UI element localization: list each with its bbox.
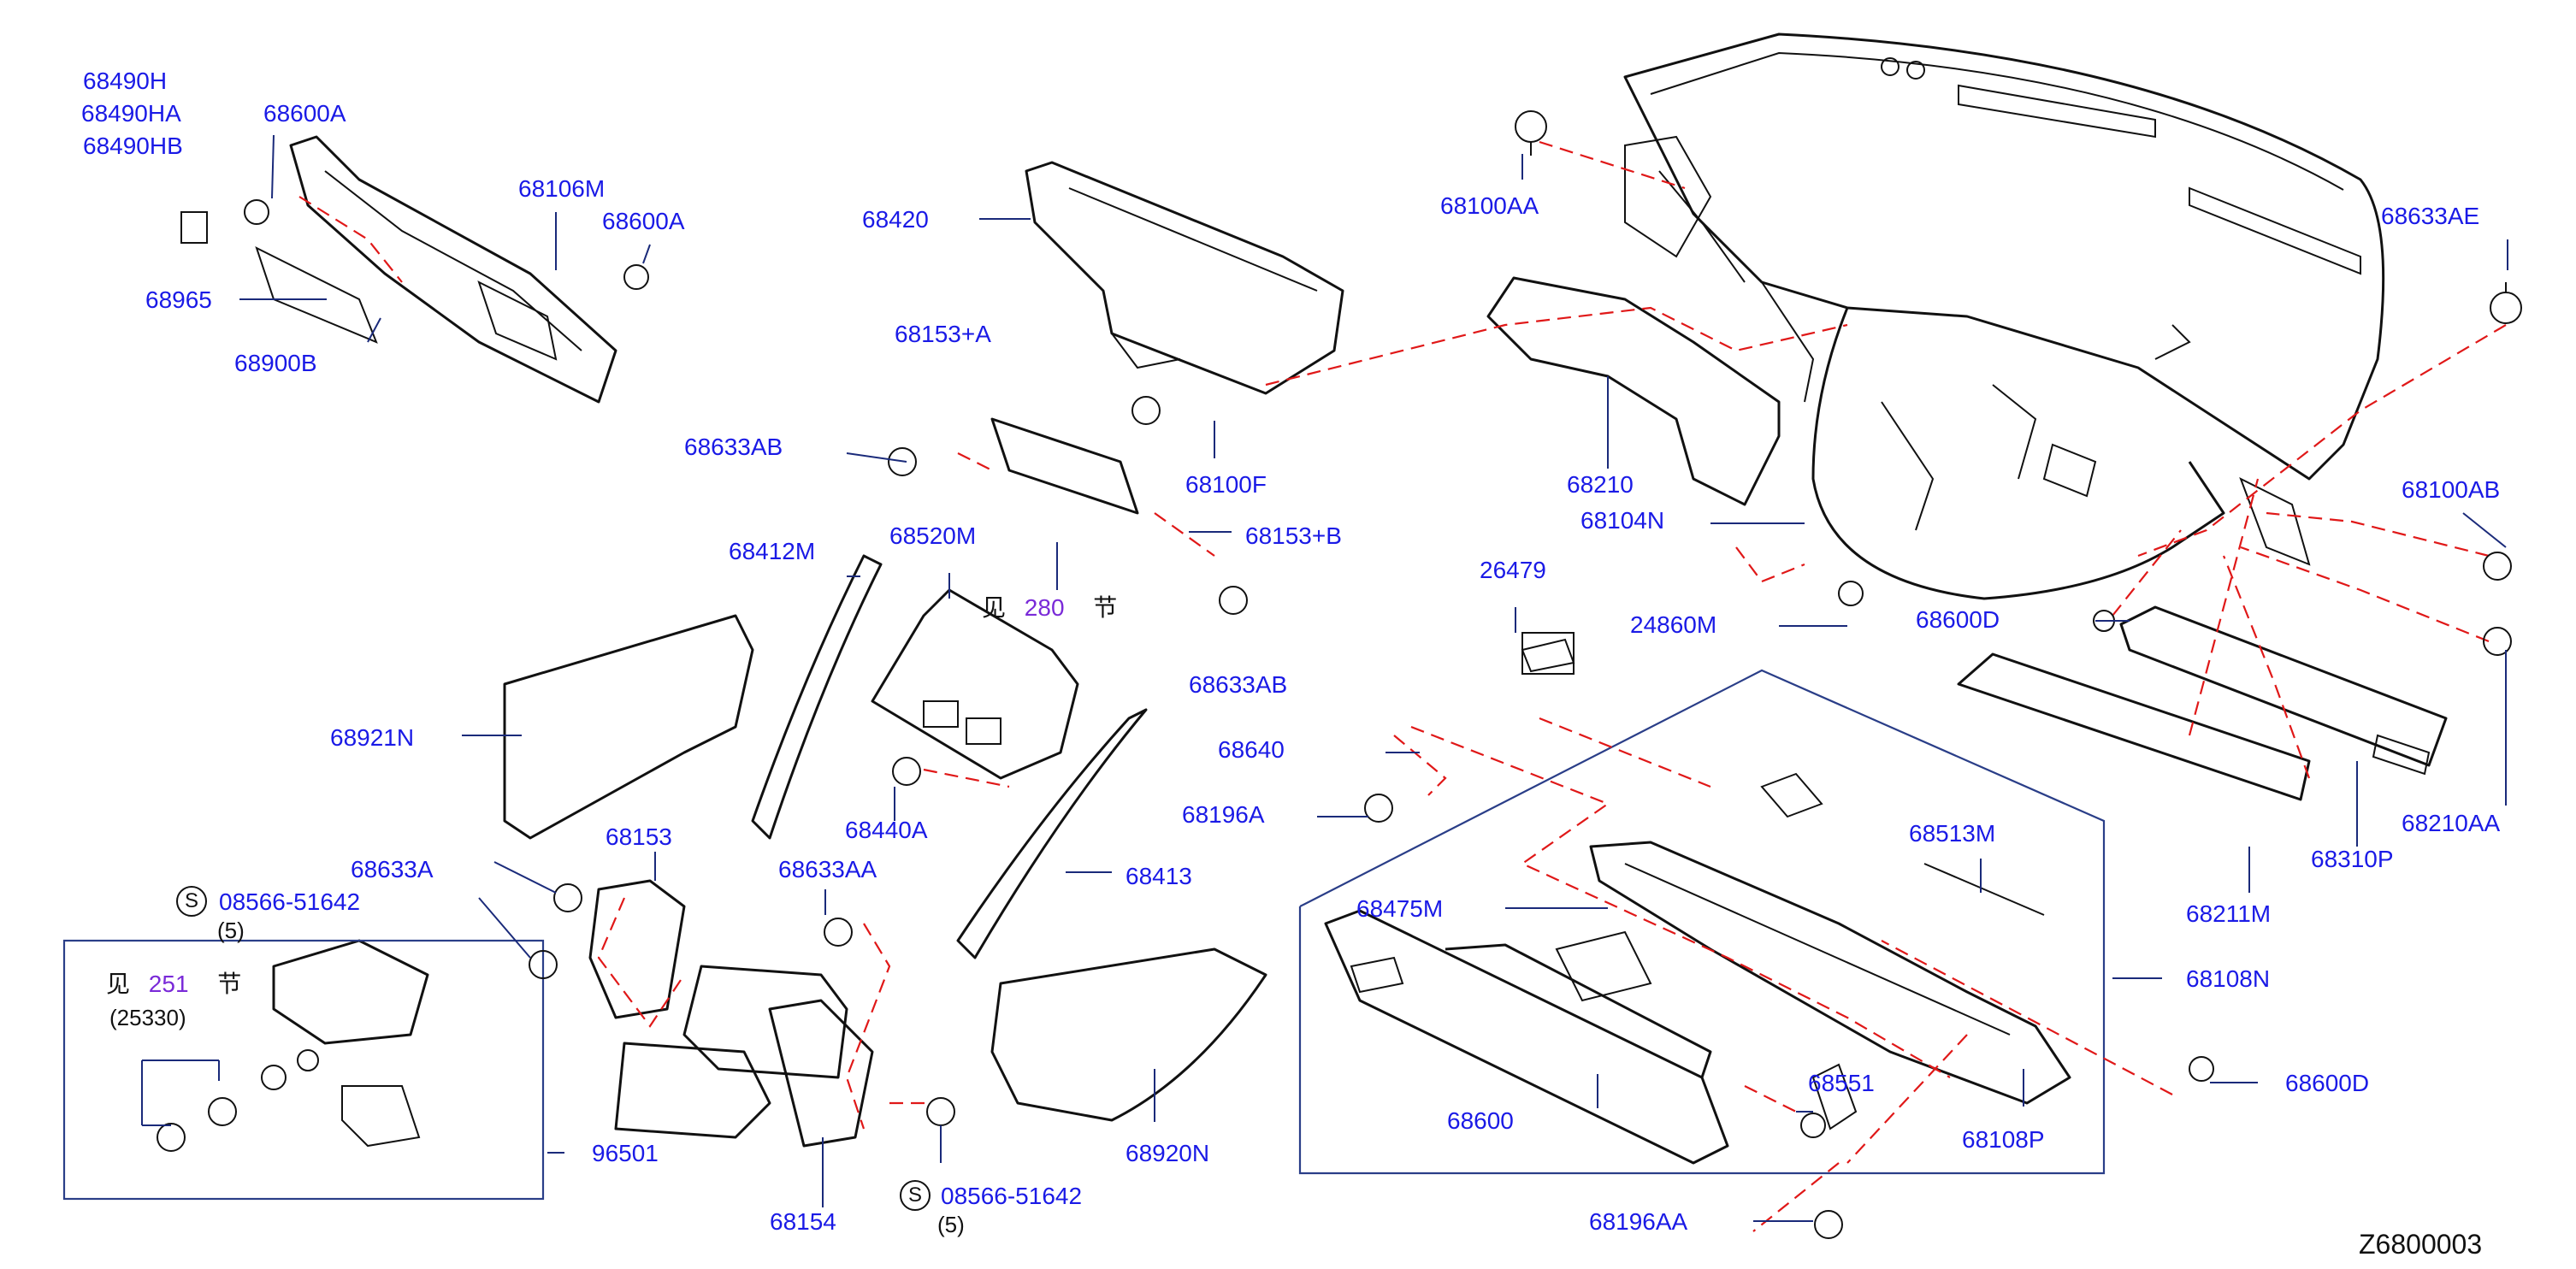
label-68412m[interactable]: 68412M (729, 538, 816, 564)
air-duct-drawing (1025, 161, 1344, 395)
fastener-icons (157, 110, 2522, 1239)
finisher-lower-drawing (1957, 652, 2311, 801)
label-68600d-top[interactable]: 68600D (1916, 606, 2000, 633)
see-280-page[interactable]: 280 (1024, 594, 1065, 621)
label-68920n[interactable]: 68920N (1126, 1140, 1210, 1166)
label-68475m[interactable]: 68475M (1356, 895, 1444, 922)
label-68633a[interactable]: 68633A (351, 856, 434, 882)
label-68196a[interactable]: 68196A (1182, 801, 1265, 828)
label-08566-51642-bottom[interactable]: 08566-51642 (941, 1183, 1083, 1209)
label-68600a-left[interactable]: 68600A (263, 100, 346, 127)
label-68108n[interactable]: 68108N (2186, 965, 2271, 992)
label-68100f[interactable]: 68100F (1185, 471, 1267, 498)
label-68153-b[interactable]: 68153+B (1245, 522, 1342, 549)
label-68490ha[interactable]: 68490HA (81, 100, 181, 127)
label-68600a-right[interactable]: 68600A (602, 208, 685, 234)
inset-96501-box (62, 939, 545, 1201)
label-68640[interactable]: 68640 (1218, 736, 1285, 763)
label-68633ab-left[interactable]: 68633AB (684, 434, 783, 460)
label-68900b[interactable]: 68900B (234, 350, 317, 376)
see-251-reference[interactable]: 见 251 节 (106, 971, 241, 997)
side-trim-drawing (289, 135, 617, 404)
label-08566-51642-top[interactable]: 08566-51642 (219, 888, 361, 915)
label-25330: (25330) (109, 1005, 186, 1030)
see-280-prefix: 见 (982, 594, 1007, 621)
label-68600[interactable]: 68600 (1447, 1107, 1514, 1134)
pillar-trim-drawing (751, 554, 883, 840)
see-251-prefix: 见 (106, 971, 131, 997)
label-68633ab-right[interactable]: 68633AB (1189, 671, 1288, 698)
label-68100ab[interactable]: 68100AB (2402, 476, 2501, 503)
cluster-lid-drawing (1486, 276, 1781, 506)
glove-box-housing-drawing (1589, 841, 2071, 1105)
symbol-s-bottom: S (900, 1180, 931, 1211)
label-68310p[interactable]: 68310P (2311, 846, 2394, 872)
label-68210[interactable]: 68210 (1567, 471, 1634, 498)
side-panel-drawing (503, 614, 754, 840)
see-251-page[interactable]: 251 (148, 971, 189, 997)
diagram-code: Z6800003 (2359, 1229, 2483, 1260)
label-68196aa[interactable]: 68196AA (1589, 1208, 1688, 1235)
label-68600d-bottom[interactable]: 68600D (2285, 1070, 2370, 1096)
label-24860m[interactable]: 24860M (1630, 611, 1717, 638)
ashtray-drawing (272, 939, 429, 1045)
label-68210aa[interactable]: 68210AA (2402, 810, 2501, 836)
glove-box-lid-drawing (1324, 909, 1729, 1165)
see-280-suffix: 节 (1093, 594, 1118, 621)
label-68633ae[interactable]: 68633AE (2381, 203, 2480, 229)
label-68154[interactable]: 68154 (770, 1208, 836, 1235)
label-68420[interactable]: 68420 (862, 206, 929, 233)
label-68211m[interactable]: 68211M (2186, 900, 2272, 927)
label-68153-a[interactable]: 68153+A (895, 321, 991, 347)
label-68153[interactable]: 68153 (606, 823, 672, 850)
label-68104n[interactable]: 68104N (1580, 507, 1665, 534)
quantity-bottom: (5) (937, 1212, 965, 1237)
label-68965[interactable]: 68965 (145, 286, 212, 313)
label-68108p[interactable]: 68108P (1962, 1126, 2045, 1153)
glove-box-callout-outline (1298, 669, 2106, 1175)
label-96501[interactable]: 96501 (592, 1140, 659, 1166)
label-68921n[interactable]: 68921N (330, 724, 415, 751)
label-68413[interactable]: 68413 (1126, 863, 1192, 889)
label-68513m[interactable]: 68513M (1909, 820, 1996, 847)
center-bracket-drawing (990, 417, 1139, 515)
finisher-mid-drawing (2119, 605, 2448, 767)
see-251-suffix: 节 (217, 971, 242, 997)
label-68100aa[interactable]: 68100AA (1440, 192, 1539, 219)
symbol-s-top: S (176, 886, 207, 917)
label-26479[interactable]: 26479 (1480, 557, 1546, 583)
see-280-reference[interactable]: 见 280 节 (982, 595, 1117, 621)
label-68490h[interactable]: 68490H (83, 68, 168, 94)
label-68490hb[interactable]: 68490HB (83, 133, 183, 159)
label-68520m[interactable]: 68520M (889, 522, 977, 549)
label-68106m[interactable]: 68106M (518, 175, 606, 202)
quantity-top: (5) (217, 918, 245, 943)
label-68633aa[interactable]: 68633AA (778, 856, 877, 882)
label-68440a[interactable]: 68440A (845, 817, 928, 843)
instrument-panel-drawing (1623, 32, 2385, 600)
assembly-lines (298, 140, 2507, 1232)
label-68551[interactable]: 68551 (1808, 1070, 1875, 1096)
leader-lines (141, 134, 2508, 1222)
